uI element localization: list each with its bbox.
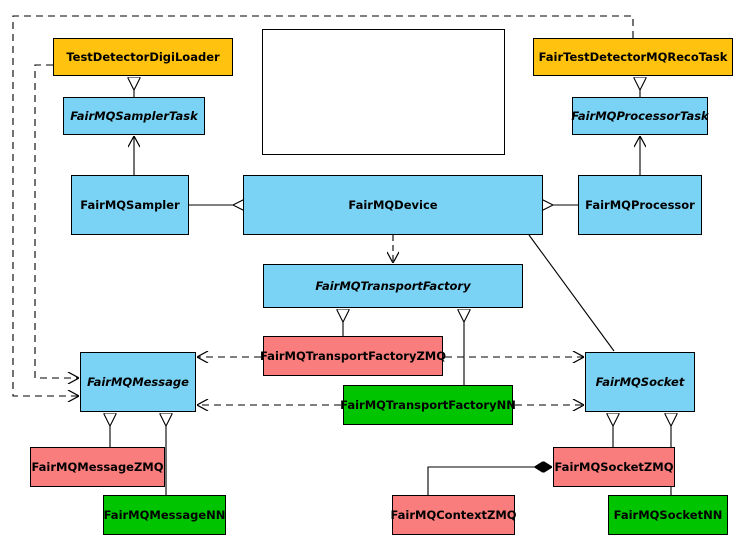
class-node-fairmqcontextzmq[interactable]: FairMQContextZMQ: [390, 495, 517, 535]
class-node-fairmqsocket[interactable]: FairMQSocket: [585, 352, 695, 412]
class-label-fairmqsocket: FairMQSocket: [595, 374, 685, 389]
class-label-fairmqprocessor: FairMQProcessor: [585, 197, 695, 212]
class-node-fairtestdetectormqrecotask[interactable]: FairTestDetectorMQRecoTask: [533, 38, 733, 76]
class-label-fairmqsampler: FairMQSampler: [80, 197, 180, 212]
class-label-fairmqmessagenn: FairMQMessageNN: [103, 507, 226, 522]
class-label-fairmqprocessortask: FairMQProcessorTask: [571, 108, 709, 123]
class-node-fairmqtransportfactory[interactable]: FairMQTransportFactory: [263, 264, 523, 308]
class-label-fairmqtransportfactory: FairMQTransportFactory: [315, 278, 471, 293]
class-node-fairmqdevice[interactable]: FairMQDevice: [243, 175, 543, 235]
edge-digiloader-message: [34, 64, 78, 378]
class-label-testdetectordigiloader: TestDetectorDigiLoader: [66, 49, 220, 64]
class-node-fairmqsocketnn[interactable]: FairMQSocketNN: [608, 495, 728, 535]
class-label-fairmqsocketzmq: FairMQSocketZMQ: [554, 459, 674, 474]
class-node-fairmqmessage[interactable]: FairMQMessage: [80, 352, 196, 412]
edge-contextzmq-socketzmq: [427, 467, 551, 495]
class-label-fairmqtransportfactorynn: FairMQTransportFactoryNN: [340, 397, 516, 412]
edge-recotask-message: [12, 15, 634, 396]
class-label-fairmqsamplertask: FairMQSamplerTask: [70, 108, 198, 123]
class-label-fairmqdevice: FairMQDevice: [348, 197, 438, 212]
legend-panel: [262, 29, 505, 155]
class-label-fairmqmessage: FairMQMessage: [87, 374, 189, 389]
class-node-fairmqtransportfactoryzmq[interactable]: FairMQTransportFactoryZMQ: [260, 336, 447, 376]
class-node-fairmqsampler[interactable]: FairMQSampler: [71, 175, 189, 235]
class-label-fairmqsocketnn: FairMQSocketNN: [613, 507, 723, 522]
class-node-fairmqprocessor[interactable]: FairMQProcessor: [578, 175, 702, 235]
class-node-fairmqmessagenn[interactable]: FairMQMessageNN: [103, 495, 226, 535]
class-node-testdetectordigiloader[interactable]: TestDetectorDigiLoader: [53, 38, 233, 76]
class-label-fairmqmessagezmq: FairMQMessageZMQ: [31, 459, 164, 474]
class-node-fairmqsocketzmq[interactable]: FairMQSocketZMQ: [553, 447, 675, 487]
edge-device-socket: [528, 234, 615, 352]
class-node-fairmqtransportfactorynn[interactable]: FairMQTransportFactoryNN: [340, 385, 516, 425]
class-label-fairmqtransportfactoryzmq: FairMQTransportFactoryZMQ: [260, 348, 447, 363]
class-node-fairmqmessagezmq[interactable]: FairMQMessageZMQ: [30, 447, 165, 487]
class-label-fairmqcontextzmq: FairMQContextZMQ: [390, 507, 517, 522]
class-label-fairtestdetectormqrecotask: FairTestDetectorMQRecoTask: [538, 49, 728, 64]
class-node-fairmqprocessortask[interactable]: FairMQProcessorTask: [571, 97, 709, 135]
class-node-fairmqsamplertask[interactable]: FairMQSamplerTask: [63, 97, 205, 135]
